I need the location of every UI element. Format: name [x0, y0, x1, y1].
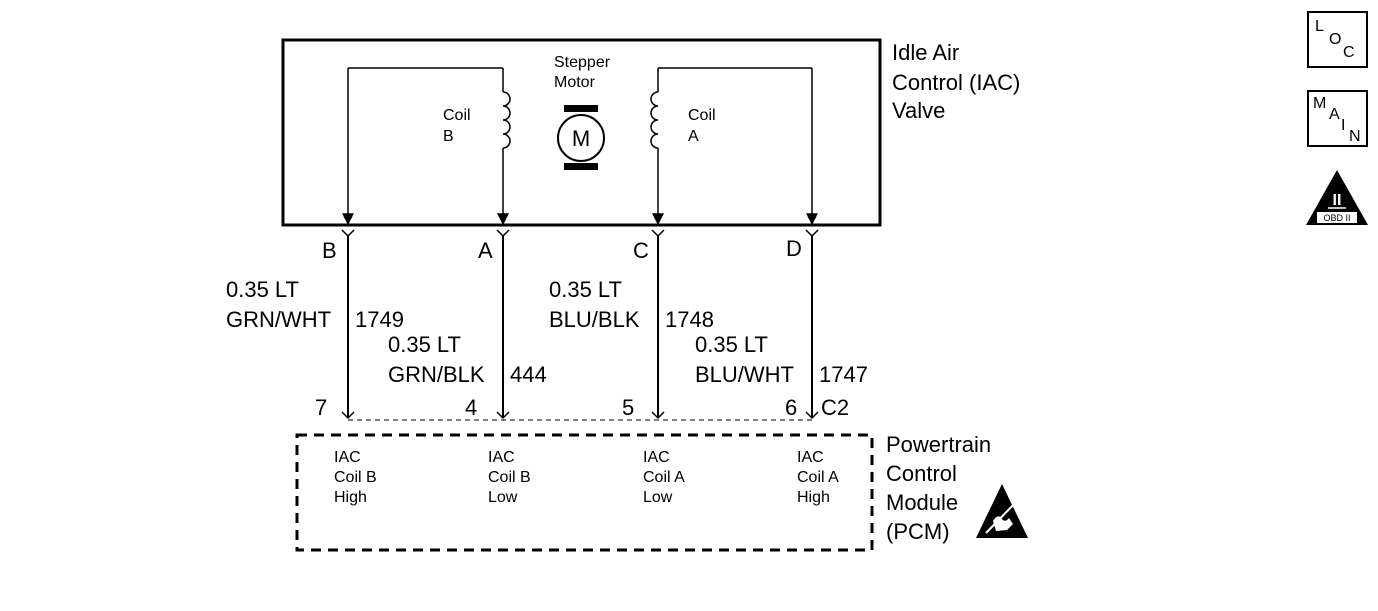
coil-b-circuit: [342, 67, 511, 226]
svg-text:N: N: [1349, 128, 1361, 145]
svg-text:M: M: [1313, 95, 1326, 112]
svg-text:C: C: [1343, 44, 1355, 61]
pcm-title-4: (PCM): [886, 519, 950, 544]
svg-text:I: I: [1341, 117, 1345, 134]
iac-valve-title-1: Idle Air: [892, 40, 959, 65]
wire-444-circuit: 444: [510, 362, 547, 387]
pcm-terminal-1-line-2: Coil B: [334, 469, 377, 486]
svg-text:II: II: [1333, 192, 1342, 209]
loc-icon[interactable]: L O C: [1307, 11, 1368, 68]
wire-444-color: GRN/BLK: [388, 362, 485, 387]
obd-ii-icon[interactable]: II OBD II: [1306, 170, 1368, 225]
coil-a-label-2: A: [688, 128, 699, 145]
wire-1747-circuit: 1747: [819, 362, 868, 387]
coil-a-circuit: [650, 67, 818, 226]
wire-1749-circuit: 1749: [355, 307, 404, 332]
stepper-motor-label-2: Motor: [554, 74, 596, 91]
svg-text:L: L: [1315, 18, 1324, 35]
pcm-box: [295, 433, 874, 552]
wire-1747-color: BLU/WHT: [695, 362, 794, 387]
pcm-pin-7: 7: [315, 395, 327, 420]
pin-c-label: C: [633, 238, 649, 263]
stepper-motor-label-1: Stepper: [554, 54, 611, 71]
wire-1749-gauge: 0.35 LT: [226, 277, 299, 302]
iac-valve-box: [281, 38, 882, 227]
pcm-terminal-1-line-3: High: [334, 489, 367, 506]
pcm-pin-4: 4: [465, 395, 477, 420]
wire-444-gauge: 0.35 LT: [388, 332, 461, 357]
pcm-terminal-1-line-1: IAC: [334, 449, 361, 466]
esd-warning-icon: [976, 484, 1028, 538]
pcm-terminal-4-line-1: IAC: [797, 449, 824, 466]
pcm-title-2: Control: [886, 461, 957, 486]
pcm-title-1: Powertrain: [886, 432, 991, 457]
wire-1747-gauge: 0.35 LT: [695, 332, 768, 357]
harness-wires: [347, 236, 813, 418]
pcm-connector-chevrons: [341, 411, 819, 420]
connector-c2-label: C2: [821, 395, 849, 420]
coil-b-label-2: B: [443, 128, 454, 145]
pcm-terminal-4-line-2: Coil A: [797, 469, 839, 486]
svg-text:OBD II: OBD II: [1323, 213, 1350, 223]
svg-text:M: M: [572, 126, 590, 151]
valve-connector-chevrons: [341, 229, 819, 238]
pcm-terminal-2-line-1: IAC: [488, 449, 515, 466]
pcm-terminal-3-line-3: Low: [643, 489, 673, 506]
pcm-terminal-2-line-3: Low: [488, 489, 518, 506]
pin-b-label: B: [322, 238, 337, 263]
pcm-pin-6: 6: [785, 395, 797, 420]
stepper-motor-icon: M: [557, 105, 605, 170]
svg-text:O: O: [1329, 31, 1341, 48]
pin-d-label: D: [786, 236, 802, 261]
pcm-terminal-4-line-3: High: [797, 489, 830, 506]
coil-a-label-1: Coil: [688, 107, 716, 124]
svg-text:A: A: [1329, 106, 1340, 123]
wire-1748-color: BLU/BLK: [549, 307, 640, 332]
wire-1748-circuit: 1748: [665, 307, 714, 332]
coil-b-icon: [502, 91, 511, 149]
pcm-terminal-3-line-2: Coil A: [643, 469, 685, 486]
coil-a-icon: [650, 91, 659, 149]
pin-a-label: A: [478, 238, 493, 263]
main-icon[interactable]: M A I N: [1307, 90, 1368, 147]
pcm-title-3: Module: [886, 490, 958, 515]
pcm-terminal-3-line-1: IAC: [643, 449, 670, 466]
pcm-terminal-2-line-2: Coil B: [488, 469, 531, 486]
wire-1749-color: GRN/WHT: [226, 307, 331, 332]
iac-valve-title-2: Control (IAC): [892, 70, 1020, 95]
pcm-pin-5: 5: [622, 395, 634, 420]
wire-1748-gauge: 0.35 LT: [549, 277, 622, 302]
iac-valve-title-3: Valve: [892, 98, 945, 123]
coil-b-label-1: Coil: [443, 107, 471, 124]
